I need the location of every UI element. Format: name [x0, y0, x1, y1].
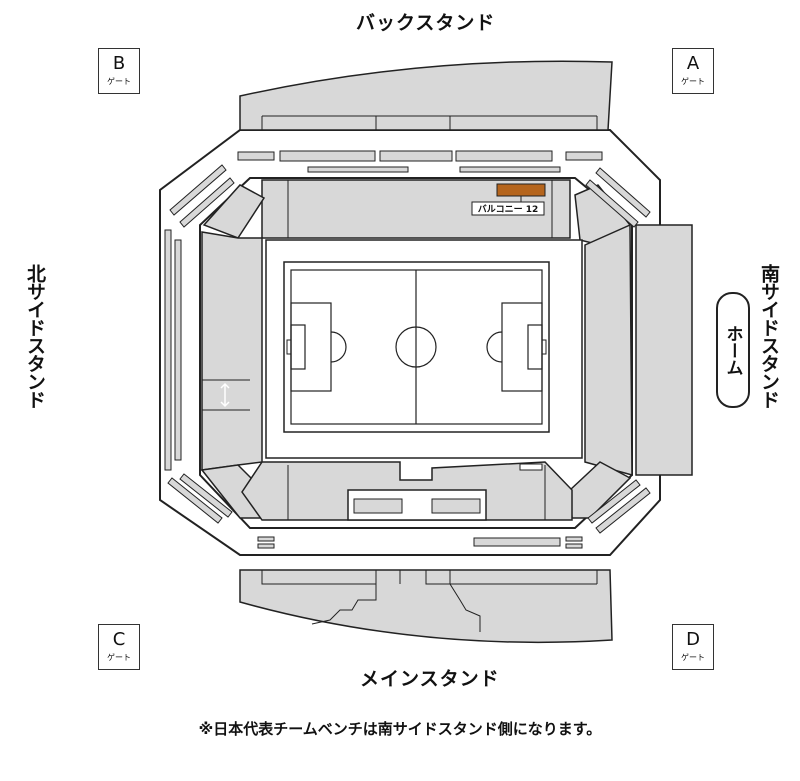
footnote: ※日本代表チームベンチは南サイドスタンド側になります。: [198, 720, 602, 738]
balcony-12-tag: [471, 201, 545, 216]
home-badge: ホーム: [716, 292, 750, 408]
bench-box-left[interactable]: [353, 498, 403, 514]
gate-a-sub: ゲート: [681, 77, 705, 86]
gate-a[interactable]: A ゲート: [672, 48, 714, 94]
nw-concourse-bars: [169, 164, 235, 228]
main-concourse-block: [473, 537, 561, 547]
gate-d[interactable]: D ゲート: [672, 624, 714, 670]
back-concourse-block: [379, 150, 453, 162]
gate-a-letter: A: [686, 53, 700, 74]
gate-c-sub: ゲート: [107, 653, 131, 662]
main-stand-label: メインスタンド: [360, 668, 500, 690]
back-concourse-block: [455, 150, 553, 162]
back-stand-upper[interactable]: [239, 60, 613, 131]
soccer-pitch: [286, 269, 547, 425]
back-stand-label: バックスタンド: [356, 12, 496, 34]
south-side-stand-label: 南サイドスタンド: [758, 264, 780, 408]
balcony-12-highlight[interactable]: [496, 183, 546, 197]
balcony-12-label: バルコニー 12: [478, 204, 538, 215]
back-concourse-block: [237, 151, 275, 161]
north-concourse-bars: [164, 229, 182, 471]
home-label: ホーム: [722, 324, 743, 376]
sw-concourse-bars: [167, 473, 233, 524]
back-stand-lower[interactable]: [261, 179, 571, 239]
ne-concourse-bars: [585, 167, 651, 228]
gate-c-letter: C: [112, 629, 126, 650]
se-concourse-bars: [587, 479, 651, 534]
corner-stand-nw[interactable]: [202, 184, 266, 239]
north-side-stand-lower[interactable]: [201, 231, 263, 471]
gate-b-letter: B: [112, 53, 126, 74]
gate-b[interactable]: B ゲート: [98, 48, 140, 94]
gate-d-letter: D: [686, 629, 700, 650]
back-concourse-block: [565, 151, 603, 161]
up-down-arrow-icon: [220, 382, 230, 408]
gate-b-sub: ゲート: [107, 77, 131, 86]
back-concourse-block: [279, 150, 376, 162]
south-side-stand-lower[interactable]: [584, 223, 633, 476]
gate-c[interactable]: C ゲート: [98, 624, 140, 670]
north-side-stand-label: 北サイドスタンド: [24, 264, 46, 408]
main-stand-upper[interactable]: [239, 569, 613, 644]
gate-d-sub: ゲート: [681, 653, 705, 662]
bench-box-right[interactable]: [431, 498, 481, 514]
south-side-stand-upper[interactable]: [635, 224, 693, 476]
